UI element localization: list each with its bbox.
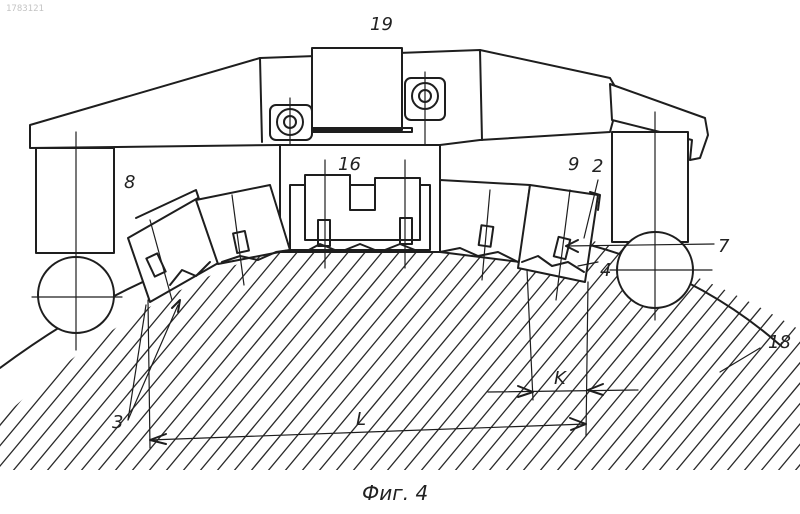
hatch-line <box>0 160 17 514</box>
label-19: 19 <box>370 14 393 35</box>
figure-caption: Фиг. 4 <box>362 481 428 505</box>
shoe-segment-right-middle <box>440 180 530 280</box>
dim-K-line <box>488 390 638 392</box>
document-stamp: 1783121 <box>6 4 44 14</box>
shoe-segment-left-middle <box>196 185 290 285</box>
hinge-left <box>270 105 312 140</box>
label-L: L <box>356 409 366 430</box>
label-2: 2 <box>592 156 603 177</box>
label-4: 4 <box>600 260 611 281</box>
label-K: K <box>554 368 567 389</box>
hatch-line <box>0 160 34 514</box>
label-3: 3 <box>112 412 123 433</box>
leader-18 <box>720 348 760 372</box>
label-8: 8 <box>124 172 135 193</box>
left-roller-support <box>32 132 122 350</box>
left-leg <box>36 148 114 253</box>
central-block-19 <box>312 48 402 130</box>
right-leg <box>612 132 688 242</box>
dim-K-arrow-right <box>588 384 603 395</box>
label-7: 7 <box>718 236 730 257</box>
dimension-L: L <box>148 282 588 448</box>
label-9: 9 <box>568 154 579 175</box>
shoe-9-body <box>518 185 598 282</box>
label-18: 18 <box>768 332 791 353</box>
label-16: 16 <box>338 154 361 175</box>
